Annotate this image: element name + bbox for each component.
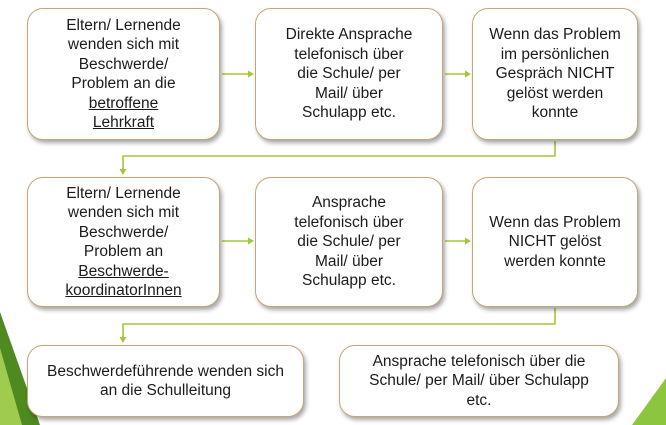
box-line: Wenn das Problem xyxy=(489,213,621,231)
box-line: Beschwerde- xyxy=(78,262,169,280)
box-line: werden konnte xyxy=(504,252,606,270)
elbow-b6-to-b7 xyxy=(122,308,556,337)
box-line: koordinatorInnen xyxy=(65,282,182,299)
connectors xyxy=(119,70,556,343)
box-line: im persönlichen xyxy=(500,45,610,63)
box-line: Beschwerde/ xyxy=(78,223,169,241)
elbow-b3-to-b4 xyxy=(122,141,556,169)
box-line: NICHT gelöst xyxy=(508,233,602,251)
box-line: Eltern/ Lernende xyxy=(66,16,181,34)
box-line: Ansprache telefonisch über die xyxy=(372,352,586,370)
box-line: Problem an die xyxy=(71,75,176,92)
box-line: die Schule/ per xyxy=(297,65,401,83)
box-line: wenden sich mit xyxy=(67,204,180,221)
box-line: telefonisch über xyxy=(294,45,404,63)
box-line: Beschwerde/ xyxy=(78,55,169,73)
arrowhead-b3 xyxy=(465,70,471,78)
box-line: Direkte Ansprache xyxy=(285,26,413,44)
box-contact-school-management: Beschwerdeführende wenden sich an die Sch… xyxy=(27,345,304,417)
box-line: wenden sich mit xyxy=(67,36,180,53)
box-line: Schule/ per Mail/ über Schulapp xyxy=(369,372,589,390)
box-line: betroffene xyxy=(88,94,159,112)
box-line: Problem an xyxy=(83,243,164,260)
box-line: Lehrkraft xyxy=(92,114,155,131)
arrowhead-b6 xyxy=(465,237,471,245)
box-line: Wenn das Problem xyxy=(489,26,621,44)
box-line: telefonisch über xyxy=(294,213,404,231)
box-line: etc. xyxy=(466,391,492,409)
arrowhead-b2 xyxy=(248,70,254,78)
box-line: Schulapp etc. xyxy=(302,272,396,290)
box-line: Beschwerdeführende wenden sich xyxy=(47,362,284,380)
box-line: konnte xyxy=(531,104,579,122)
box-line: Mail/ über xyxy=(314,84,384,102)
box-line: Schulapp etc. xyxy=(302,104,396,122)
arrowhead-b4 xyxy=(119,169,127,175)
arrowhead-b7 xyxy=(119,337,127,343)
box-line: Eltern/ Lernende xyxy=(66,184,181,202)
box-text: Beschwerdeführende wenden sich an die Sch… xyxy=(47,362,284,401)
box-line: Gespräch NICHT xyxy=(495,65,615,83)
arrowhead-b5 xyxy=(248,237,254,245)
right-green-triangle xyxy=(632,378,666,425)
box-line: die Schule/ per xyxy=(297,233,401,251)
box-line: an die Schulleitung xyxy=(100,382,231,399)
left-green-triangle-light xyxy=(0,348,22,425)
box-line: gelöst werden xyxy=(506,84,604,102)
box-line: Mail/ über xyxy=(314,252,384,270)
box-line: Ansprache xyxy=(311,194,387,212)
